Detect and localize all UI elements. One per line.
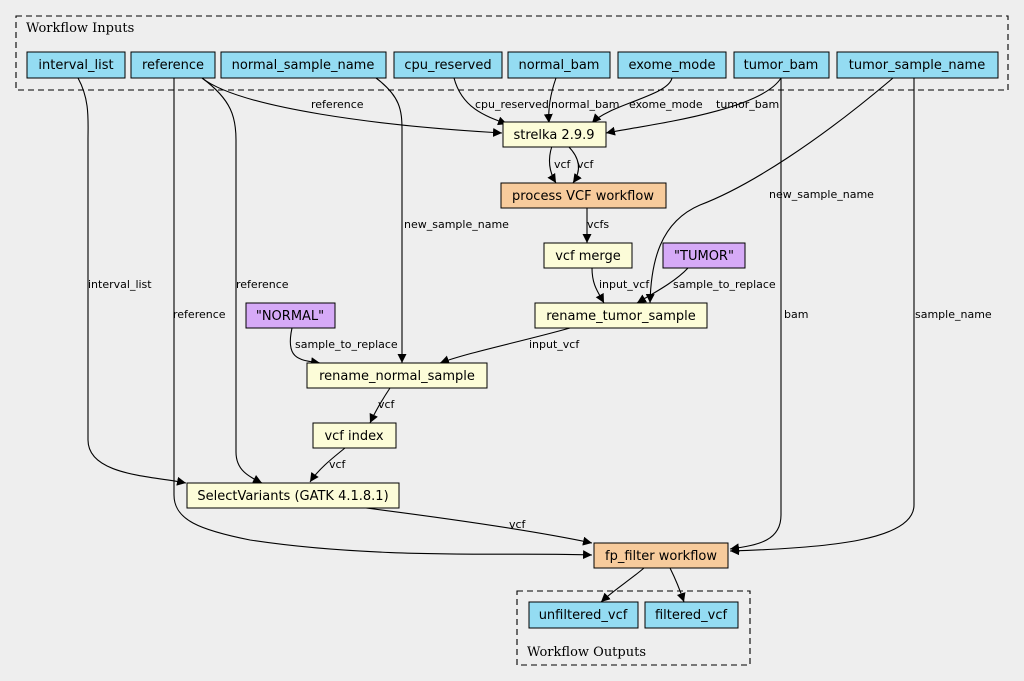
label-vcfs: vcfs xyxy=(587,218,609,231)
node-process-vcf-label: process VCF workflow xyxy=(512,189,654,204)
node-strelka[interactable]: strelka 2.9.9 xyxy=(502,121,607,148)
edge-labels: reference cpu_reserved normal_bam exome_… xyxy=(88,98,992,531)
input-node-tumor-bam[interactable]: tumor_bam xyxy=(733,51,830,79)
workflow-outputs-label: Workflow Outputs xyxy=(527,645,646,660)
label-new-sample-name-tumor: new_sample_name xyxy=(769,188,874,201)
edge-rename-tumor-rename-normal xyxy=(439,327,571,365)
input-node-normal-sample-name-label: normal_sample_name xyxy=(232,58,375,73)
edge-select-fp-filter xyxy=(365,507,593,546)
node-vcf-merge-label: vcf merge xyxy=(555,249,621,264)
label-exome-mode: exome_mode xyxy=(629,98,703,111)
workflow-outputs-cluster xyxy=(516,590,751,666)
edge-tumor-literal-rename-tumor xyxy=(636,267,689,304)
output-node-unfiltered-vcf[interactable]: unfiltered_vcf xyxy=(528,601,639,629)
edge-reference-fp-filter xyxy=(173,78,593,560)
node-rename-normal-label: rename_normal_sample xyxy=(319,369,475,384)
label-new-sample-name-normal: new_sample_name xyxy=(404,218,509,231)
label-cpu-reserved: cpu_reserved xyxy=(475,98,549,111)
input-node-cpu-reserved[interactable]: cpu_reserved xyxy=(393,51,503,79)
node-fp-filter[interactable]: fp_filter workflow xyxy=(593,542,729,569)
node-rename-tumor[interactable]: rename_tumor_sample xyxy=(534,302,708,329)
node-tumor-literal-label: "TUMOR" xyxy=(674,249,734,264)
edge-tumor-sample-name-rename-tumor xyxy=(645,77,894,304)
node-fp-filter-label: fp_filter workflow xyxy=(605,549,717,564)
input-node-exome-mode-label: exome_mode xyxy=(628,58,715,73)
edge-strelka-process-b xyxy=(567,145,582,184)
output-node-filtered-vcf-label: filtered_vcf xyxy=(655,608,728,623)
label-vcf-select-in: vcf xyxy=(329,458,347,471)
label-sample-to-replace-tumor: sample_to_replace xyxy=(673,278,776,291)
label-reference-fp: reference xyxy=(173,308,226,321)
edge-exome-mode-strelka xyxy=(591,77,673,124)
input-node-tumor-sample-name-label: tumor_sample_name xyxy=(849,58,985,73)
edge-tumor-sample-name-fp-filter xyxy=(729,78,915,556)
step-nodes: strelka 2.9.9 process VCF workflow vcf m… xyxy=(186,121,746,569)
edge-normal-bam-strelka xyxy=(543,77,557,124)
label-interval-list: interval_list xyxy=(88,278,152,291)
workflow-inputs-cluster xyxy=(15,15,1009,91)
input-node-normal-bam-label: normal_bam xyxy=(519,58,600,73)
node-normal-literal-label: "NORMAL" xyxy=(256,309,324,324)
input-node-reference[interactable]: reference xyxy=(130,51,216,79)
input-node-interval-list-label: interval_list xyxy=(38,58,113,73)
label-tumor-bam: tumor_bam xyxy=(716,98,779,111)
output-node-filtered-vcf[interactable]: filtered_vcf xyxy=(644,601,739,629)
output-nodes: unfiltered_vcf filtered_vcf xyxy=(528,601,739,629)
input-node-normal-sample-name[interactable]: normal_sample_name xyxy=(220,51,387,79)
node-vcf-merge[interactable]: vcf merge xyxy=(543,242,633,269)
edge-reference-select xyxy=(201,77,263,484)
label-vcf-index-in: vcf xyxy=(378,398,396,411)
edge-tumor-bam-fp-filter xyxy=(729,78,782,553)
input-node-interval-list[interactable]: interval_list xyxy=(26,51,126,79)
node-vcf-index[interactable]: vcf index xyxy=(312,422,397,449)
edge-tumor-bam-strelka xyxy=(605,77,782,136)
input-node-tumor-bam-label: tumor_bam xyxy=(744,58,819,73)
label-vcf-b: vcf xyxy=(577,158,595,171)
node-strelka-label: strelka 2.9.9 xyxy=(513,128,594,143)
label-bam: bam xyxy=(784,308,808,321)
node-tumor-literal[interactable]: "TUMOR" xyxy=(662,242,746,269)
label-normal-bam: normal_bam xyxy=(551,98,619,111)
edge-vcf-index-select xyxy=(309,447,346,483)
node-select-variants[interactable]: SelectVariants (GATK 4.1.8.1) xyxy=(186,482,400,509)
label-vcf-a: vcf xyxy=(554,158,572,171)
edge-cpu-reserved-strelka xyxy=(453,77,508,126)
node-rename-tumor-label: rename_tumor_sample xyxy=(546,309,696,324)
node-process-vcf[interactable]: process VCF workflow xyxy=(500,182,667,209)
output-node-unfiltered-vcf-label: unfiltered_vcf xyxy=(539,608,628,623)
edge-fp-filter-filtered xyxy=(669,567,686,603)
node-vcf-index-label: vcf index xyxy=(324,429,383,444)
edge-rename-normal-vcf-index xyxy=(369,387,391,424)
edge-interval-list-select xyxy=(77,77,187,486)
edge-fp-filter-unfiltered xyxy=(600,567,645,603)
input-node-cpu-reserved-label: cpu_reserved xyxy=(404,58,491,73)
label-input-vcf-normal: input_vcf xyxy=(529,338,580,351)
label-reference-strelka: reference xyxy=(311,98,364,111)
label-sample-to-replace-normal: sample_to_replace xyxy=(295,338,398,351)
node-rename-normal[interactable]: rename_normal_sample xyxy=(306,362,488,389)
label-sample-name: sample_name xyxy=(915,308,992,321)
node-normal-literal[interactable]: "NORMAL" xyxy=(245,302,336,329)
edges xyxy=(77,77,915,603)
input-node-exome-mode[interactable]: exome_mode xyxy=(617,51,727,79)
label-vcf-fp-in: vcf xyxy=(509,518,527,531)
edge-normal-literal-rename-normal xyxy=(289,327,321,367)
edge-strelka-process-a xyxy=(547,145,557,184)
input-node-normal-bam[interactable]: normal_bam xyxy=(507,51,611,79)
label-reference-select: reference xyxy=(236,278,289,291)
input-node-tumor-sample-name[interactable]: tumor_sample_name xyxy=(836,51,999,79)
input-nodes: interval_list reference normal_sample_na… xyxy=(26,51,999,79)
workflow-inputs-label: Workflow Inputs xyxy=(26,21,134,36)
label-input-vcf-tumor: input_vcf xyxy=(599,278,650,291)
edge-normal-sample-name-rename-normal xyxy=(375,77,407,363)
node-select-variants-label: SelectVariants (GATK 4.1.8.1) xyxy=(197,489,388,504)
input-node-reference-label: reference xyxy=(142,58,204,73)
edge-vcf-merge-rename-tumor xyxy=(591,267,605,304)
edge-reference-strelka xyxy=(201,77,503,137)
